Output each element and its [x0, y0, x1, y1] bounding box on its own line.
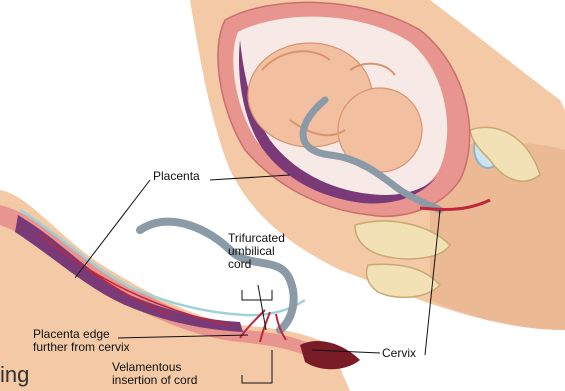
leader-trifurcated [258, 285, 266, 330]
label-cervix: Cervix [382, 347, 416, 360]
label-velamentous: Velamentous insertion of cord [112, 361, 197, 387]
leader-trifurcated-bracket [242, 290, 272, 300]
label-placenta-edge: Placenta edge further from cervix [33, 328, 130, 354]
label-trifurcated-cord: Trifurcated umbilical cord [228, 232, 285, 271]
label-placenta: Placenta [153, 170, 200, 183]
cut-off-text: ing [0, 363, 29, 387]
